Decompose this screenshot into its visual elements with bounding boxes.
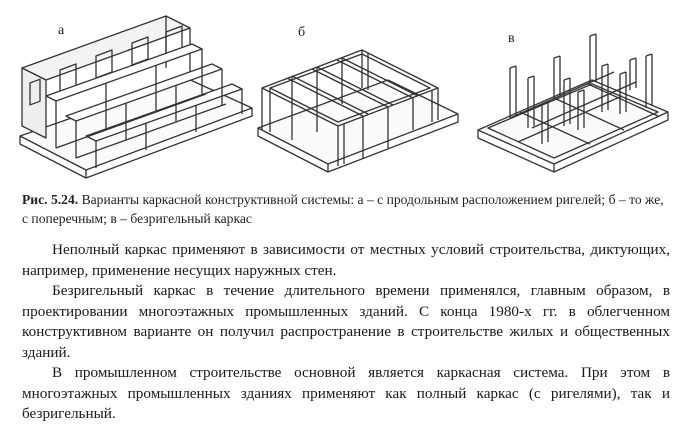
paragraph-1: Неполный каркас применяют в зависимости … bbox=[22, 241, 670, 279]
frame-transverse-girders-icon bbox=[257, 49, 459, 173]
body-text: Неполный каркас применяют в зависимости … bbox=[22, 240, 670, 425]
figure-panel-a: а bbox=[16, 8, 256, 183]
panel-letter-a: а bbox=[58, 23, 65, 38]
paragraph-2: Безригельный каркас в течение длительног… bbox=[22, 282, 670, 361]
panel-letter-b: б bbox=[298, 25, 306, 40]
figure-illustrations: а bbox=[0, 0, 680, 185]
figure-panel-c: в bbox=[470, 8, 675, 183]
panel-letter-c: в bbox=[508, 31, 515, 46]
figure-caption: Рис. 5.24. Варианты каркасной конструкти… bbox=[22, 190, 670, 228]
figure-panel-b: б bbox=[252, 8, 464, 183]
figure-caption-label: Рис. 5.24. bbox=[22, 192, 79, 207]
girderless-frame-icon bbox=[477, 33, 669, 173]
figure-caption-text: Варианты каркасной конструктивной систем… bbox=[22, 192, 664, 226]
frame-longitudinal-girders-icon bbox=[19, 15, 253, 179]
paragraph-3: В промышленном строительстве основной яв… bbox=[22, 364, 670, 422]
